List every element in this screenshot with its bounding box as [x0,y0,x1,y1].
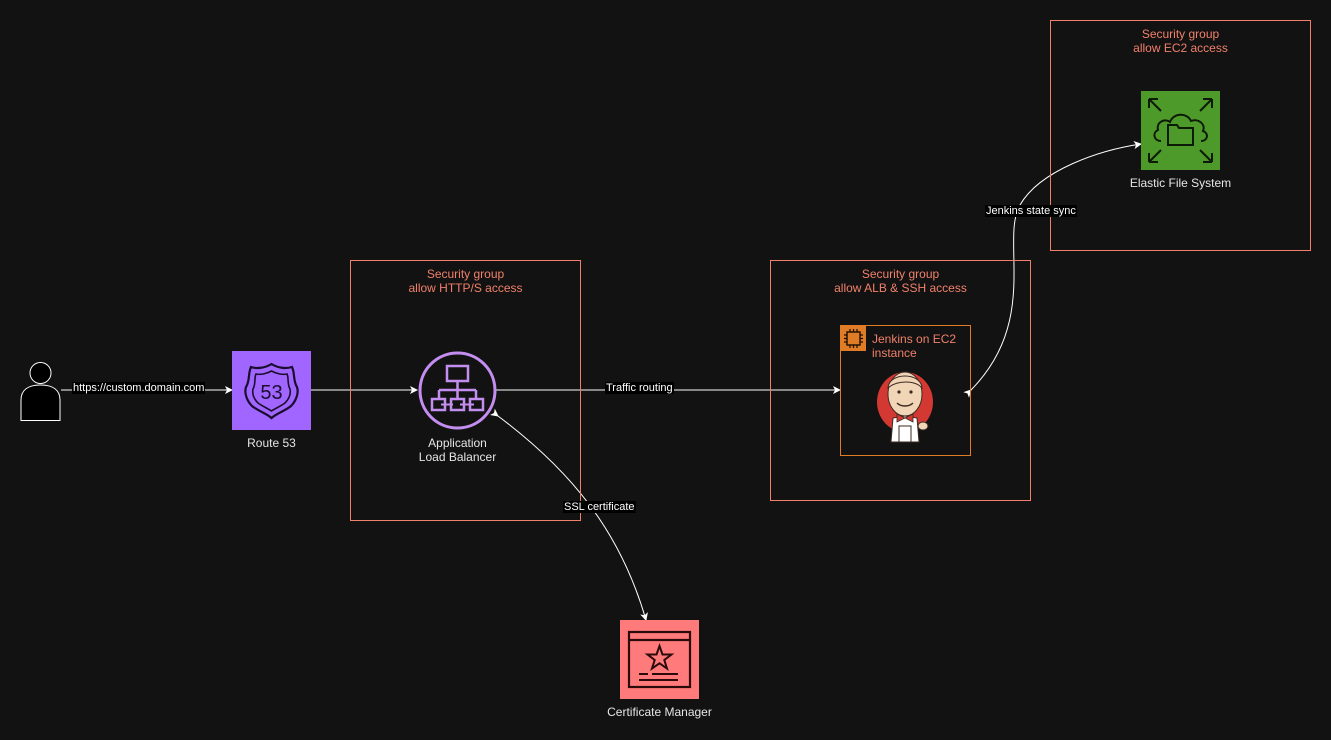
jenkins-icon [875,366,935,446]
ec2-instance-group: Jenkins on EC2 instance [840,325,971,456]
certificate-manager-icon [620,620,699,699]
security-group-alb-title: Security group allow HTTP/S access [408,267,523,295]
svg-text:53: 53 [260,382,282,404]
security-group-efs-title: Security group allow EC2 access [1133,27,1228,55]
efs-label: Elastic File System [1129,176,1232,190]
ec2-title: Jenkins on EC2 instance [872,332,957,360]
edge-label-domain: https://custom.domain.com [72,382,206,394]
edge-label-traffic-routing: Traffic routing [605,382,674,394]
edge-label-jenkins-state-sync: Jenkins state sync [985,205,1077,217]
route53-icon: 53 [232,351,311,430]
load-balancer-icon [418,351,497,430]
security-group-efs: Security group allow EC2 access [1050,20,1311,251]
security-group-ec2-title: Security group allow ALB & SSH access [834,267,967,295]
alb-label: Application Load Balancer [418,436,497,464]
edge-label-ssl-certificate: SSL certificate [563,501,636,513]
efs-icon [1141,91,1220,170]
route53-label: Route 53 [247,436,296,450]
acm-label: Certificate Manager [607,705,712,719]
user-icon [20,360,61,421]
security-group-ec2: Security group allow ALB & SSH access [770,260,1031,501]
security-group-alb: Security group allow HTTP/S access [350,260,581,521]
ec2-icon [841,326,866,351]
